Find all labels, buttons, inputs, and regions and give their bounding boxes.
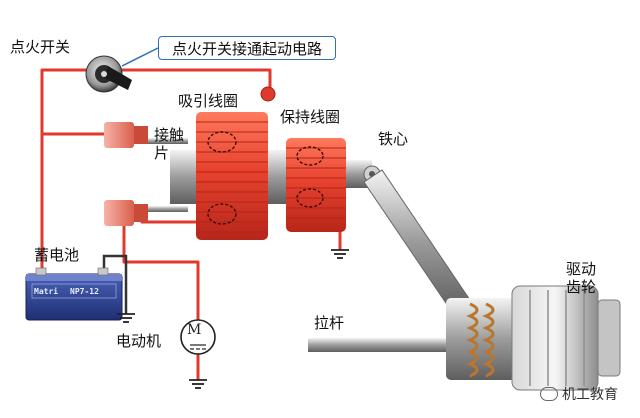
battery-ground-icon xyxy=(117,313,135,323)
contact-plates xyxy=(104,122,188,226)
battery-model: NP7-12 xyxy=(70,287,99,296)
callout-leader xyxy=(121,47,159,67)
battery-negative-wire xyxy=(102,254,128,314)
drive-gear-label: 驱动齿轮 xyxy=(566,260,602,296)
motor-symbol-icon xyxy=(180,319,216,355)
watermark-icon xyxy=(540,387,558,401)
pull-in-coil-label: 吸引线圈 xyxy=(178,92,239,110)
motor-label: 电动机 xyxy=(116,332,162,350)
battery xyxy=(25,267,123,321)
ignition-switch-label: 点火开关 xyxy=(10,38,71,56)
ignition-key-icon xyxy=(104,66,132,90)
solenoid xyxy=(170,86,381,240)
callout-box: 点火开关接通起动电路 xyxy=(158,36,336,60)
shift-lever xyxy=(363,169,471,313)
iron-core-label: 铁心 xyxy=(378,130,409,148)
motor-m-symbol: M xyxy=(187,322,202,338)
ignition-switch xyxy=(85,55,132,93)
watermark: 机工教育 xyxy=(540,384,618,404)
contact-plate-text: 接触片 xyxy=(154,126,185,162)
contact-plate-label: 接触片 xyxy=(154,126,188,162)
hold-in-coil-label: 保持线圈 xyxy=(280,108,341,126)
motor-ground-icon xyxy=(189,379,207,389)
pull-rod-label: 拉杆 xyxy=(314,314,345,332)
drive-gear-assembly xyxy=(446,285,621,391)
drive-gear-text: 驱动齿轮 xyxy=(566,260,597,296)
battery-label: 蓄电池 xyxy=(34,246,80,264)
watermark-text: 机工教育 xyxy=(562,387,618,403)
battery-brand: Matri xyxy=(34,287,59,296)
ground-symbol-icon xyxy=(331,232,349,259)
